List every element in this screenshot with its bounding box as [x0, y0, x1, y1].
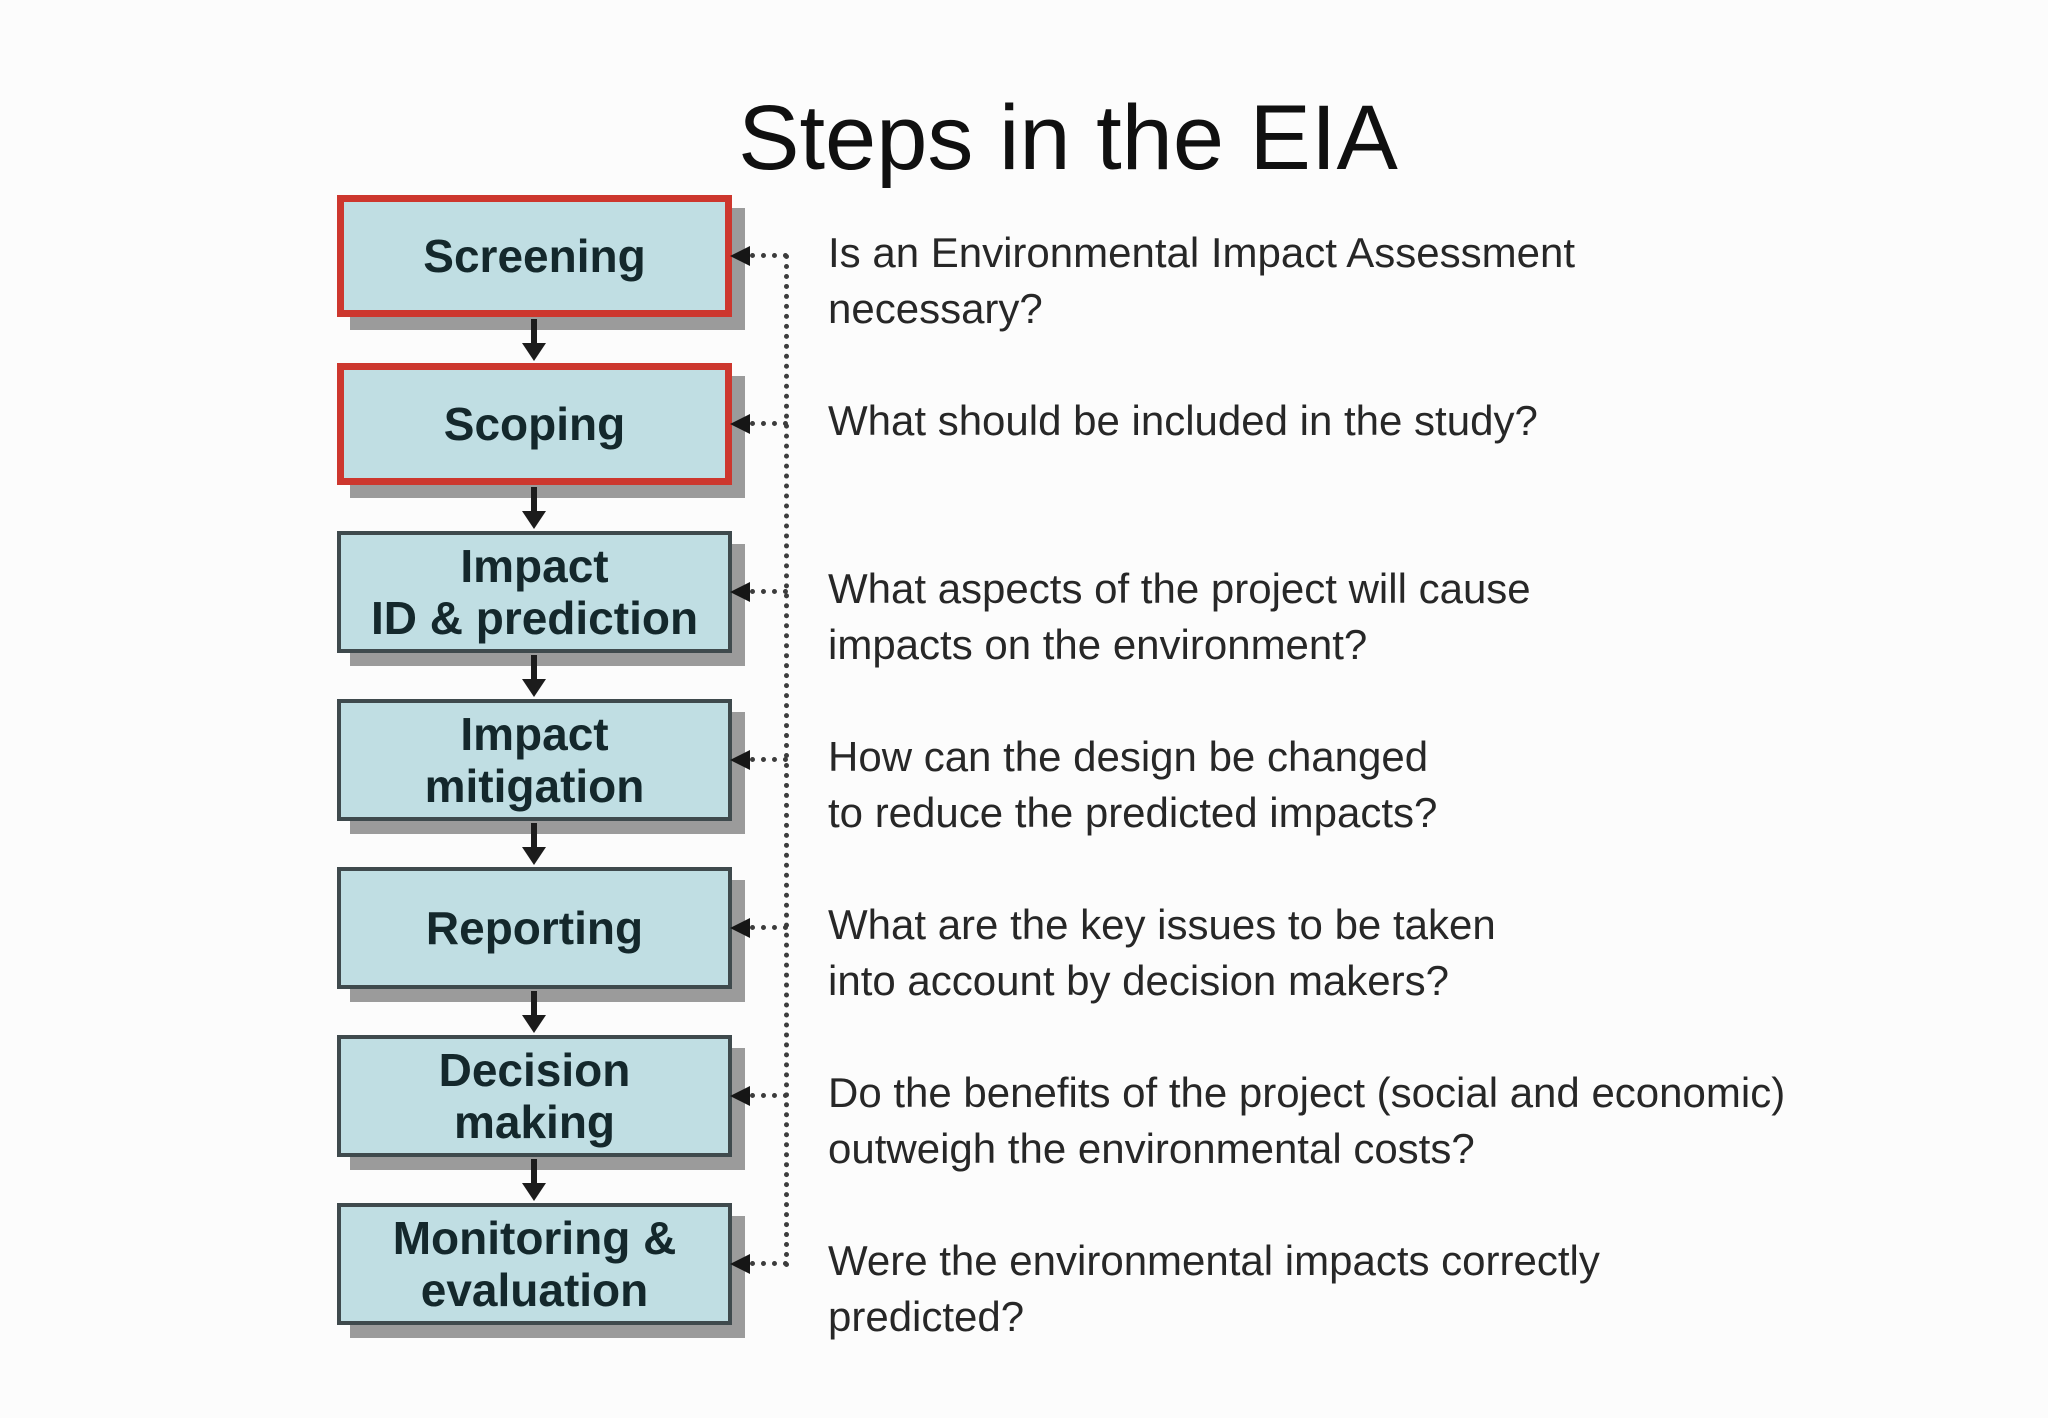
step-label: Impact mitigation	[424, 708, 645, 812]
step-box-impact-id-prediction: Impact ID & prediction	[337, 531, 732, 653]
step-row-screening: Screening Is an Environmental Impact Ass…	[0, 195, 2048, 363]
step-label: Scoping	[443, 398, 626, 450]
step-label: Screening	[423, 230, 646, 282]
step-box-monitoring-evaluation: Monitoring & evaluation	[337, 1203, 732, 1325]
step-label: Decision making	[438, 1044, 631, 1148]
connector-arrow-icon	[730, 582, 750, 602]
step-question: How can the design be changed to reduce …	[828, 733, 1438, 836]
step-label: Monitoring & evaluation	[392, 1212, 677, 1316]
flow-arrow-down-shaft	[531, 487, 537, 513]
step-question: Were the environmental impacts correctly…	[828, 1237, 1600, 1340]
flow-arrow-down-icon	[522, 1183, 546, 1201]
flow-arrow-down-icon	[522, 343, 546, 361]
connector-arrow-icon	[730, 750, 750, 770]
step-box-impact-mitigation: Impact mitigation	[337, 699, 732, 821]
connector-arrow-icon	[730, 246, 750, 266]
connector-dotted-line	[750, 925, 788, 930]
step-row-decision-making: Decision making Do the benefits of the p…	[0, 1035, 2048, 1203]
connector-dotted-line	[750, 1261, 788, 1266]
flow-arrow-down-shaft	[531, 655, 537, 681]
flow-arrow-down-shaft	[531, 823, 537, 849]
step-row-impact-id-prediction: Impact ID & prediction What aspects of t…	[0, 531, 2048, 699]
step-box-decision-making: Decision making	[337, 1035, 732, 1157]
flow-arrow-down-shaft	[531, 991, 537, 1017]
step-label: Reporting	[425, 902, 644, 954]
connector-dotted-line	[750, 1093, 788, 1098]
connector-arrow-icon	[730, 414, 750, 434]
connector-arrow-icon	[730, 1086, 750, 1106]
step-box-scoping: Scoping	[337, 363, 732, 485]
connector-arrow-icon	[730, 1254, 750, 1274]
step-row-scoping: Scoping What should be included in the s…	[0, 363, 2048, 531]
step-box-reporting: Reporting	[337, 867, 732, 989]
flow-arrow-down-icon	[522, 511, 546, 529]
step-question: What are the key issues to be taken into…	[828, 901, 1496, 1004]
step-row-monitoring-evaluation: Monitoring & evaluation Were the environ…	[0, 1203, 2048, 1371]
connector-arrow-icon	[730, 918, 750, 938]
step-box-screening: Screening	[337, 195, 732, 317]
step-label: Impact ID & prediction	[370, 540, 699, 644]
flow-arrow-down-shaft	[531, 319, 537, 345]
connector-dotted-line	[750, 421, 788, 426]
step-row-reporting: Reporting What are the key issues to be …	[0, 867, 2048, 1035]
step-question: What should be included in the study?	[828, 397, 1538, 444]
page-title: Steps in the EIA	[738, 87, 1398, 189]
step-question: Do the benefits of the project (social a…	[828, 1069, 1786, 1172]
connector-dotted-line	[750, 589, 788, 594]
flow-arrow-down-icon	[522, 847, 546, 865]
flow-arrow-down-shaft	[531, 1159, 537, 1185]
step-row-impact-mitigation: Impact mitigation How can the design be …	[0, 699, 2048, 867]
step-question: Is an Environmental Impact Assessment ne…	[828, 229, 1575, 332]
flow-arrow-down-icon	[522, 1015, 546, 1033]
connector-dotted-line	[750, 253, 788, 258]
connector-dotted-line	[750, 757, 788, 762]
step-question: What aspects of the project will cause i…	[828, 565, 1531, 668]
flow-arrow-down-icon	[522, 679, 546, 697]
